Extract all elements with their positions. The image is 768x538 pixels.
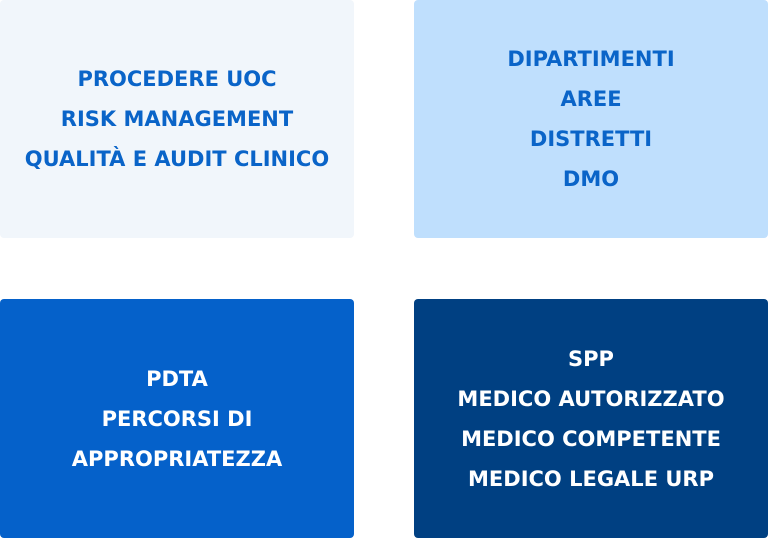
tile-line: QUALITÀ E AUDIT CLINICO	[24, 147, 330, 171]
tile-pdta-pathways[interactable]: PDTA PERCORSI DI APPROPRIATEZZA	[0, 299, 354, 538]
tile-line: PERCORSI DI	[101, 406, 253, 431]
tile-line: DIPARTIMENTI	[507, 47, 675, 71]
tile-line: MEDICO AUTORIZZATO	[457, 386, 725, 411]
tile-procedure-risk-quality[interactable]: PROCEDERE UOC RISK MANAGEMENT QUALITÀ E …	[0, 0, 354, 238]
tile-line: DISTRETTI	[529, 127, 653, 151]
tile-line: AREE	[560, 87, 622, 111]
tile-line: RISK MANAGEMENT	[60, 107, 294, 131]
tile-line: MEDICO LEGALE URP	[468, 466, 714, 491]
tile-line: SPP	[568, 346, 614, 371]
tile-departments-areas[interactable]: DIPARTIMENTI AREE DISTRETTI DMO	[414, 0, 768, 238]
tile-line: DMO	[562, 167, 620, 191]
tile-line: APPROPRIATEZZA	[71, 446, 283, 471]
tile-line: MEDICO COMPETENTE	[461, 426, 721, 451]
tile-line: PROCEDERE UOC	[77, 67, 277, 91]
tile-spp-medical[interactable]: SPP MEDICO AUTORIZZATO MEDICO COMPETENTE…	[414, 299, 768, 538]
tile-line: PDTA	[146, 366, 208, 391]
